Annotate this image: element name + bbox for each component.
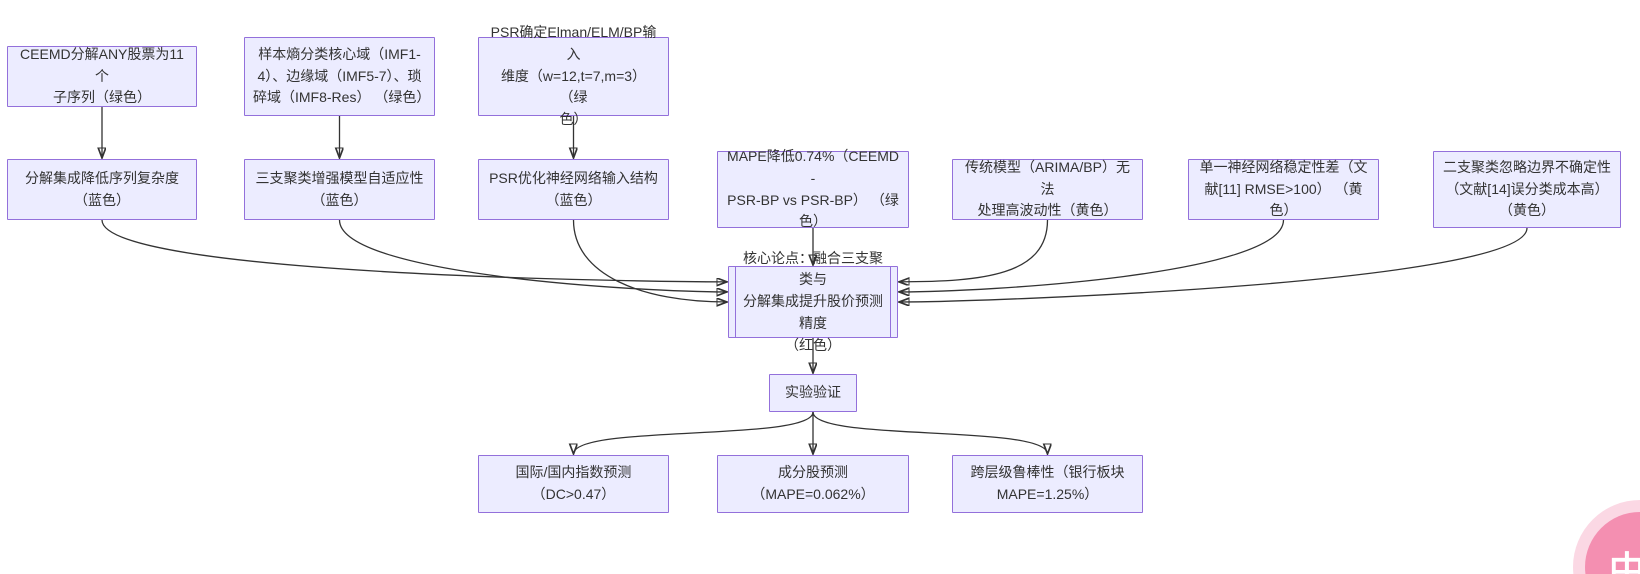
node-cross-level-robustness: 跨层级鲁棒性（银行板块 MAPE=1.25%） [952,455,1143,513]
node-experimental-validation: 实验验证 [769,374,857,412]
node-psr-input-dimension: PSR确定Elman/ELM/BP输入 维度（w=12,t=7,m=3） （绿 … [478,24,669,127]
node-mape-reduction: MAPE降低0.74%（CEEMD- PSR-BP vs PSR-BP） （绿 … [717,148,909,229]
edge-arima-core [899,219,1049,282]
node-label: 成分股预测 （MAPE=0.062%） [751,464,875,502]
node-label: 实验验证 [785,384,841,401]
node-label: 分解集成降低序列复杂度 （蓝色） [25,169,179,208]
node-label: 国际/国内指数预测 （DC>0.47） [515,464,632,502]
edge-threeway-core [338,219,728,292]
edge-decomp-core [101,219,727,282]
node-label: 传统模型（ARIMA/BP）无法 处理高波动性（黄色） [965,158,1130,219]
node-single-nn-instability: 单一神经网络稳定性差（文 献[11] RMSE>100） （黄色） [1188,159,1379,220]
edge-exp-robust [812,411,1048,454]
edge-exp-idx [574,411,814,454]
node-label: 核心论点：融合三支聚类与 分解集成提升股价预测精度 （红色） [743,249,883,353]
node-index-prediction: 国际/国内指数预测 （DC>0.47） [478,455,669,513]
node-label: PSR确定Elman/ELM/BP输入 维度（w=12,t=7,m=3） （绿 … [490,24,657,128]
node-label: 样本熵分类核心域（IMF1- 4）、边缘域（IMF5-7）、琐 碎域（IMF8-… [253,45,431,106]
edge-psr_opt-core [572,219,728,302]
node-three-way-clustering: 三支聚类增强模型自适应性 （蓝色） [244,159,435,220]
node-core-thesis: 核心论点：融合三支聚类与 分解集成提升股价预测精度 （红色） [728,250,898,353]
node-label: 二支聚类忽略边界不确定性 （文献[14]误分类成本高） （黄色） [1443,158,1611,219]
node-two-way-clustering-limit: 二支聚类忽略边界不确定性 （文献[14]误分类成本高） （黄色） [1433,151,1621,228]
node-label: 跨层级鲁棒性（银行板块 MAPE=1.25%） [970,464,1125,502]
node-sample-entropy: 样本熵分类核心域（IMF1- 4）、边缘域（IMF5-7）、琐 碎域（IMF8-… [244,37,435,116]
node-label: CEEMD分解ANY股票为11个 子序列（绿色） [20,45,184,106]
node-constituent-stock-prediction: 成分股预测 （MAPE=0.062%） [717,455,909,513]
translate-button[interactable]: 中A [1585,512,1640,574]
node-label: MAPE降低0.74%（CEEMD- PSR-BP vs PSR-BP） （绿 … [727,148,899,230]
node-decomposition-ensemble: 分解集成降低序列复杂度 （蓝色） [7,159,197,220]
node-label: 单一神经网络稳定性差（文 献[11] RMSE>100） （黄色） [1199,158,1368,219]
node-ceemd-decompose: CEEMD分解ANY股票为11个 子序列（绿色） [7,46,197,107]
translate-icon: 中A [1609,549,1640,574]
node-label: PSR优化神经网络输入结构 （蓝色） [489,169,658,208]
node-traditional-model-limit: 传统模型（ARIMA/BP）无法 处理高波动性（黄色） [952,159,1143,220]
node-psr-optimize: PSR优化神经网络输入结构 （蓝色） [478,159,669,220]
edge-twoway-core [899,227,1528,302]
edge-single_nn-core [899,219,1285,292]
node-label: 三支聚类增强模型自适应性 （蓝色） [255,169,424,208]
